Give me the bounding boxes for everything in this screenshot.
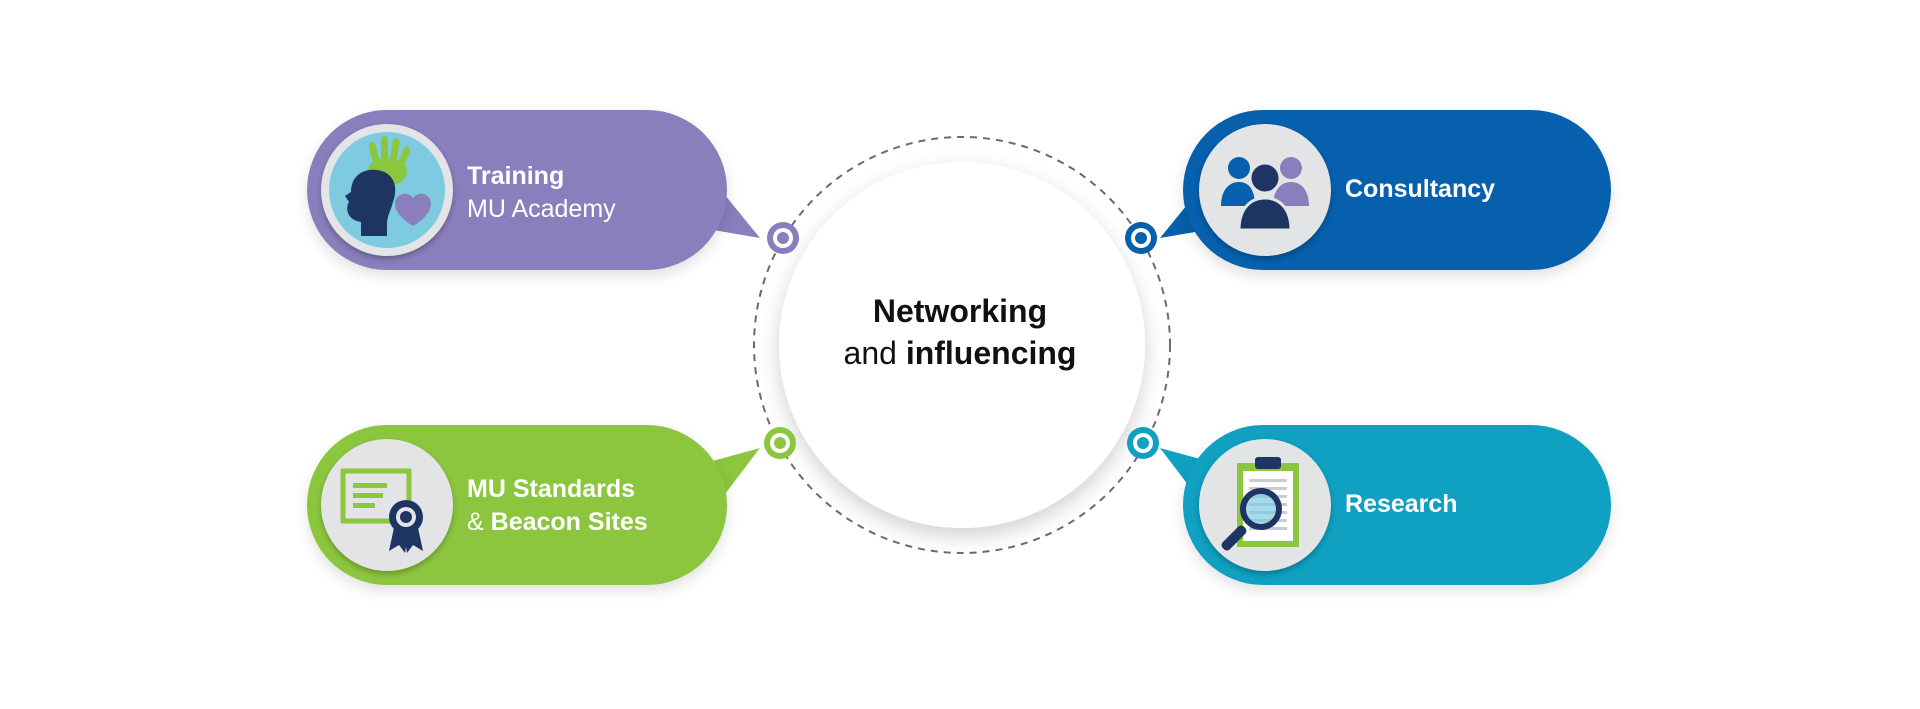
center-circle: [779, 162, 1145, 528]
research-node: Research: [1183, 425, 1611, 585]
consultancy-dot: [1125, 222, 1157, 254]
training-dot: [767, 222, 799, 254]
center-line1: Networking: [872, 293, 1048, 329]
standards-node: MU Standards & Beacon Sites: [307, 425, 727, 585]
standards-dot: [764, 427, 796, 459]
research-label: Research: [1345, 488, 1458, 521]
training-title: Training: [467, 162, 565, 190]
training-node: Training MU Academy: [307, 110, 727, 270]
training-label: Training MU Academy: [467, 160, 616, 226]
clipboard-magnifier-icon: [1199, 439, 1331, 571]
standards-subtitle-bold: Beacon Sites: [490, 508, 648, 536]
standards-title: MU Standards: [467, 475, 636, 503]
center-line2-bold: influencing: [905, 335, 1077, 371]
training-subtitle: MU Academy: [467, 195, 616, 223]
research-dot: [1127, 427, 1159, 459]
center-line2-prefix: and: [843, 335, 897, 371]
consultancy-node: Consultancy: [1183, 110, 1611, 270]
standards-subtitle-prefix: &: [467, 508, 484, 536]
people-group-icon: [1199, 124, 1331, 256]
certificate-icon: [321, 439, 453, 571]
consultancy-label: Consultancy: [1345, 173, 1495, 206]
hand-head-heart-icon: [321, 124, 453, 256]
orbit-ring: [753, 136, 1171, 554]
center-label: Networking and influencing: [790, 290, 1130, 374]
center-line2: and influencing: [790, 332, 1130, 374]
standards-subtitle: & Beacon Sites: [467, 506, 648, 539]
standards-label: MU Standards & Beacon Sites: [467, 473, 648, 539]
consultancy-title: Consultancy: [1345, 175, 1496, 203]
research-title: Research: [1345, 490, 1458, 518]
